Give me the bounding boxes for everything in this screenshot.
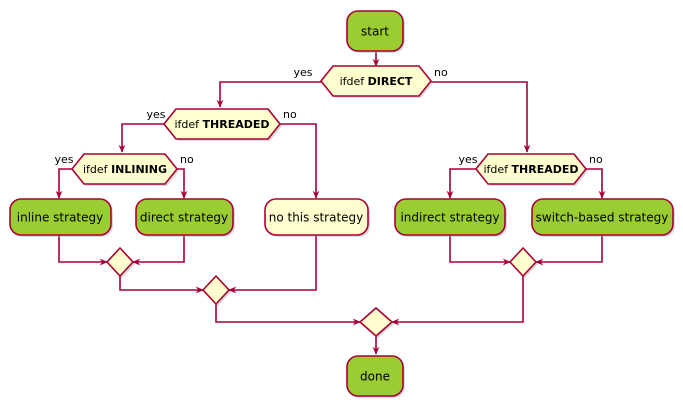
decision-threaded-left-shape (162, 108, 282, 140)
decision-inlining-keyword: INLINING (111, 163, 167, 176)
decision-threaded-right-text: ifdef THREADED (483, 163, 578, 176)
start-shape (346, 10, 404, 52)
decision-threaded-right-prefix: ifdef (483, 163, 509, 176)
decision-threaded-left-prefix: ifdef (174, 118, 200, 131)
node-start[interactable]: start (346, 10, 405, 53)
decision-ifdef-inlining[interactable]: ifdef INLINING yes no (54, 153, 194, 186)
decision-direct-text: ifdef DIRECT (340, 75, 413, 88)
no-this-strategy-label: no this strategy (269, 211, 364, 225)
merge-left (201, 274, 231, 306)
switch-based-strategy-label: switch-based strategy (536, 211, 669, 225)
inline-strategy-shape (9, 198, 112, 236)
decision-threaded-left-keyword: THREADED (203, 118, 270, 131)
label-inlining-no: no (180, 153, 194, 166)
merge-final-shape (358, 306, 394, 338)
edge-mergeright-to-final (391, 275, 524, 326)
merge-inlining (105, 246, 135, 278)
decision-direct-shape (319, 65, 433, 97)
done-label: done (360, 370, 390, 384)
inline-strategy-label: inline strategy (17, 211, 103, 225)
direct-strategy-label: direct strategy (140, 211, 228, 225)
decision-inlining-prefix: ifdef (83, 163, 109, 176)
decision-direct-prefix: ifdef (340, 75, 366, 88)
merge-inlining-shape (105, 246, 135, 278)
node-done[interactable]: done (346, 355, 405, 398)
decision-threaded-right-shape (474, 153, 588, 185)
node-indirect-strategy[interactable]: indirect strategy (394, 198, 507, 237)
edge-threaded-left-no (268, 123, 320, 199)
label-direct-no: no (434, 66, 448, 79)
label-inlining-yes: yes (54, 153, 73, 166)
decision-direct-keyword: DIRECT (368, 75, 413, 88)
node-inline-strategy[interactable]: inline strategy (9, 198, 113, 237)
indirect-strategy-label: indirect strategy (400, 211, 499, 225)
done-shape (346, 355, 404, 397)
decision-threaded-left-text: ifdef THREADED (174, 118, 269, 131)
edge-indirect-to-mergeright (449, 235, 511, 266)
merge-right-shape (508, 246, 538, 278)
edge-threaded-right-yes (446, 168, 486, 199)
label-threaded-left-yes: yes (146, 108, 165, 121)
edge-switch-to-mergeright (535, 235, 603, 266)
decision-threaded-right-keyword: THREADED (512, 163, 579, 176)
edge-direct-yes (216, 81, 333, 108)
label-threaded-right-no: no (589, 153, 603, 166)
edge-direct-to-merge (132, 235, 185, 266)
edge-direct-no (419, 81, 531, 153)
direct-strategy-shape (135, 198, 234, 236)
edge-mergeleft-to-final (215, 303, 361, 326)
decision-inlining-text: ifdef INLINING (83, 163, 167, 176)
edge-inline-to-merge (58, 235, 108, 266)
node-switch-based-strategy[interactable]: switch-based strategy (531, 198, 675, 237)
node-no-this-strategy[interactable]: no this strategy (264, 198, 370, 237)
indirect-strategy-shape (394, 198, 506, 236)
switch-based-strategy-shape (531, 198, 674, 236)
edge-threaded-left-yes (118, 123, 174, 153)
node-direct-strategy[interactable]: direct strategy (135, 198, 235, 237)
decision-inlining-shape (70, 153, 179, 185)
label-threaded-right-yes: yes (458, 153, 477, 166)
label-direct-yes: yes (293, 66, 312, 79)
merge-final (358, 306, 394, 338)
start-label: start (361, 25, 389, 39)
merge-right (508, 246, 538, 278)
merge-left-shape (201, 274, 231, 306)
label-threaded-left-no: no (283, 108, 297, 121)
edge-nothis-to-mergeleft (228, 235, 317, 294)
decision-ifdef-threaded-right[interactable]: ifdef THREADED yes no (458, 153, 603, 186)
no-this-strategy-shape (264, 198, 369, 236)
decision-ifdef-direct[interactable]: ifdef DIRECT yes no (293, 65, 448, 98)
decision-ifdef-threaded-left[interactable]: ifdef THREADED yes no (146, 108, 297, 141)
edge-mergeinlining-to-mergeleft (119, 275, 204, 294)
